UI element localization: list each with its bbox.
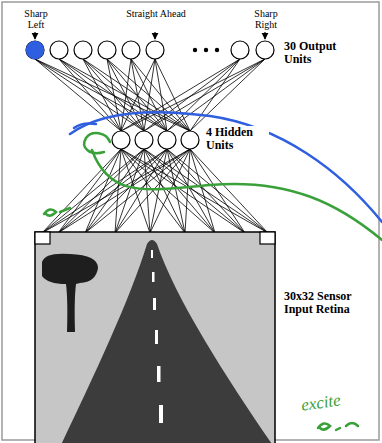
output-unit <box>256 41 274 59</box>
weight-line <box>144 149 268 233</box>
output-unit <box>50 41 68 59</box>
weight-line <box>35 59 144 131</box>
output-label: Sharp Left <box>15 8 57 30</box>
hidden-unit <box>135 131 153 149</box>
weight-line <box>121 149 268 233</box>
weights <box>35 59 268 233</box>
weight-line <box>144 59 265 131</box>
green-annotation <box>44 133 382 430</box>
lane-dashes <box>151 250 163 423</box>
handwritten-note: excite <box>299 387 373 416</box>
weight-line <box>150 149 190 233</box>
weight-line <box>190 149 245 233</box>
weight-line <box>58 149 190 233</box>
hidden-unit <box>158 131 176 149</box>
weight-line <box>115 149 167 233</box>
weight-line <box>144 59 155 131</box>
output-unit <box>74 41 92 59</box>
output-unit <box>231 41 249 59</box>
output-unit <box>98 41 116 59</box>
tree <box>42 254 98 332</box>
layer-label: 30 Output Units <box>283 40 357 66</box>
output-label: Sharp Right <box>245 8 287 30</box>
weight-line <box>58 149 121 233</box>
weight-line <box>35 59 190 131</box>
weight-line <box>185 149 190 233</box>
hidden-unit <box>181 131 199 149</box>
weight-line <box>115 149 144 233</box>
layer-label: 30x32 Sensor Input Retina <box>283 290 375 316</box>
weight-line <box>58 149 167 233</box>
output-unit <box>146 41 164 59</box>
layer-label: 4 Hidden Units <box>205 126 269 152</box>
weight-line <box>167 149 268 233</box>
ellipsis-dots <box>193 48 219 52</box>
weight-line <box>85 149 190 233</box>
weight-line <box>42 149 144 233</box>
weight-line <box>85 149 144 233</box>
retina <box>35 232 275 443</box>
output-label: Straight Ahead <box>125 8 187 19</box>
weight-line <box>144 149 150 233</box>
output-unit <box>122 41 140 59</box>
blue-annotation <box>27 42 382 222</box>
weight-line <box>59 59 190 131</box>
weight-line <box>121 59 155 131</box>
pointer-arrows <box>35 32 265 39</box>
weight-line <box>190 149 215 233</box>
weight-line <box>42 149 167 233</box>
weight-line <box>42 149 190 233</box>
weight-line <box>121 59 265 131</box>
hidden-unit <box>112 131 130 149</box>
weight-line <box>115 149 190 233</box>
weight-line <box>42 149 121 233</box>
output-unit <box>26 41 44 59</box>
weight-line <box>107 59 190 131</box>
weight-line <box>190 149 268 233</box>
weight-line <box>155 59 190 131</box>
weight-line <box>167 59 265 131</box>
weight-line <box>131 59 190 131</box>
